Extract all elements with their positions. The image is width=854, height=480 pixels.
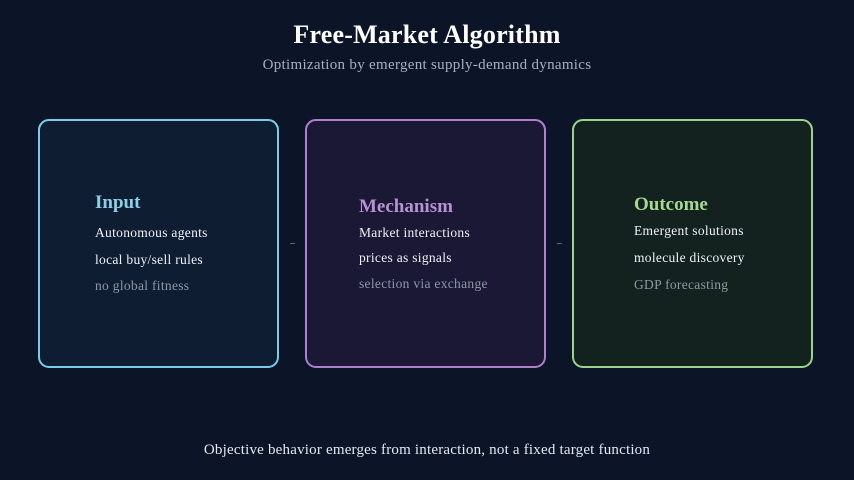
footer-note: Objective behavior emerges from interact… (203, 442, 651, 458)
mechanism-card-heading: Mechanism (359, 196, 453, 217)
input-card-heading: Input (95, 192, 141, 213)
page-title: Free-Market Algorithm (293, 20, 561, 49)
page-subtitle: Optimization by emergent supply-demand d… (262, 57, 592, 73)
mechanism-card-line-1: Market interactions (359, 225, 471, 240)
outcome-card: Outcome Emergent solutions molecule disc… (572, 119, 813, 368)
connector-input-mechanism (290, 243, 295, 244)
mechanism-card: Mechanism Market interactions prices as … (305, 119, 546, 368)
outcome-card-line-3: GDP forecasting (634, 277, 729, 292)
connector-mechanism-outcome (557, 243, 562, 244)
input-card-line-3: no global fitness (95, 278, 190, 293)
outcome-card-line-1: Emergent solutions (634, 223, 744, 238)
outcome-card-line-2: molecule discovery (634, 250, 745, 265)
outcome-card-heading: Outcome (634, 194, 708, 215)
mechanism-card-line-2: prices as signals (359, 250, 452, 265)
mechanism-card-line-3: selection via exchange (359, 276, 488, 291)
input-card-line-2: local buy/sell rules (95, 252, 203, 267)
input-card-line-1: Autonomous agents (95, 225, 208, 240)
input-card: Input Autonomous agents local buy/sell r… (38, 119, 279, 368)
